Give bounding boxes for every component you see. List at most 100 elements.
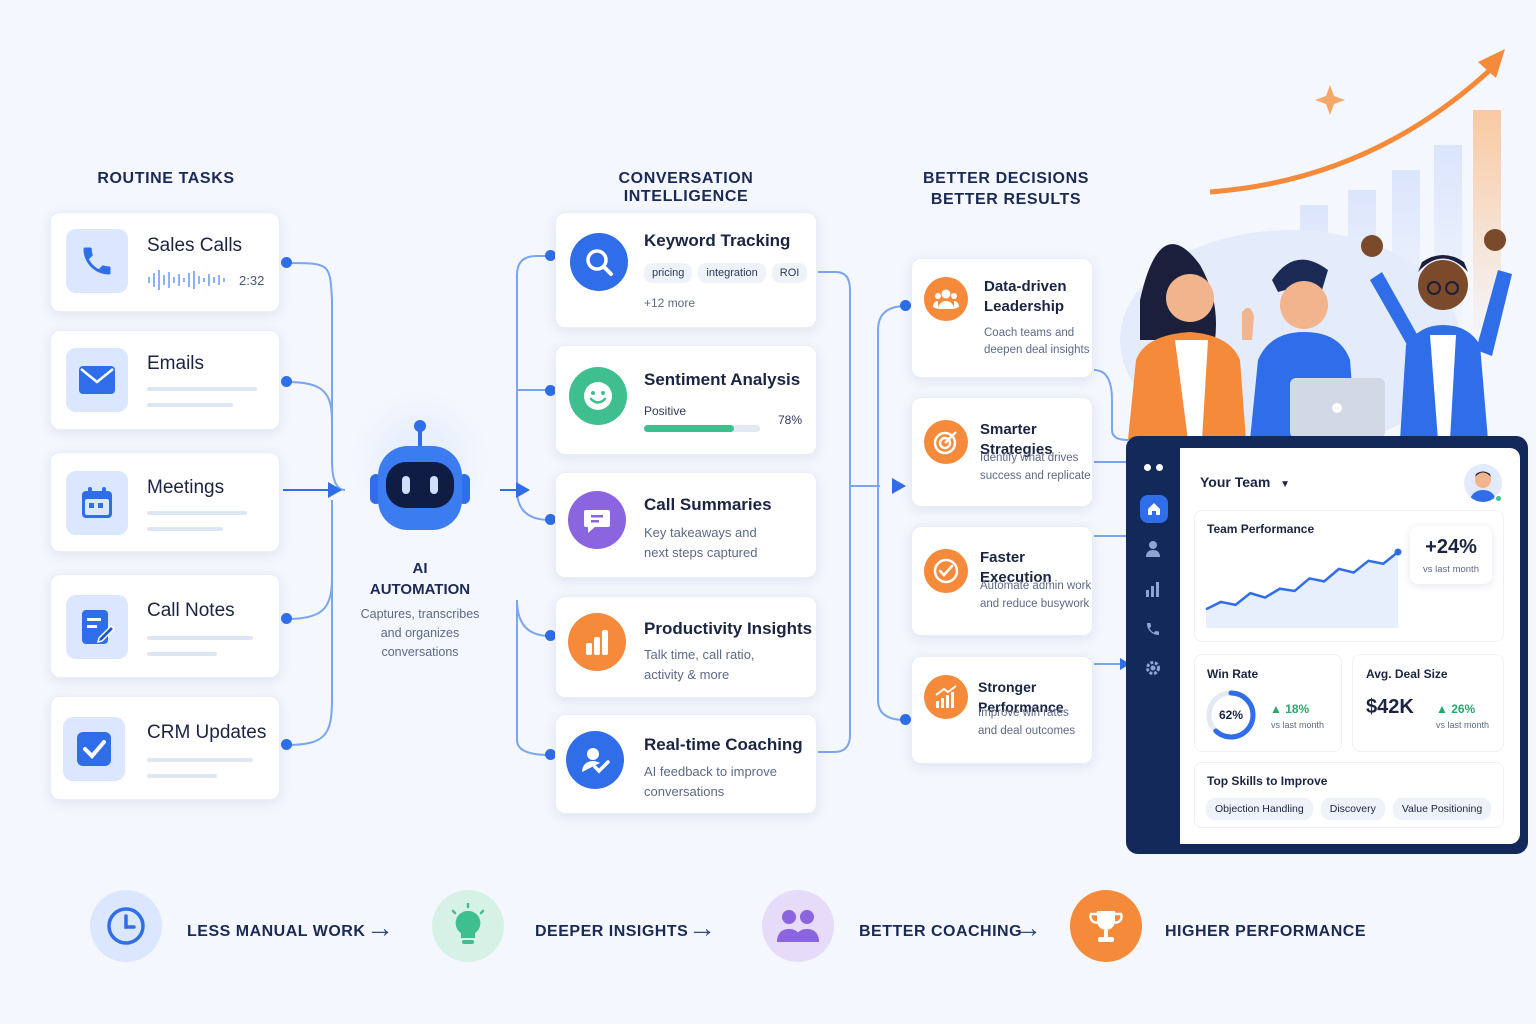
sentiment-label: Positive [644,404,687,418]
trend-area [1206,552,1398,628]
task-card-emails[interactable]: Emails [50,330,280,430]
skill-pill[interactable]: Value Positioning [1392,798,1492,820]
ci-title: Productivity Insights [644,619,813,638]
result-card-execution[interactable]: Faster Execution Automate admin work and… [911,526,1093,636]
note-edit-icon [66,595,128,659]
ci-card-sentiment[interactable]: Sentiment Analysis Positive 78% [555,345,817,455]
bar-chart-icon [568,613,626,671]
checkbox-icon [63,717,125,781]
arrow-right-icon: → [688,912,716,943]
team-select[interactable]: Your Team ▼ [1200,474,1291,490]
task-card-call-notes[interactable]: Call Notes [50,574,280,678]
deal-vs: vs last month [1436,720,1490,730]
sentiment-fill [644,425,735,432]
deal-change: ▲ 26% [1436,702,1476,716]
clock-icon [90,890,162,962]
deal-value: $42K [1366,696,1414,718]
user-icon [1146,541,1160,557]
ai-desc-2: and organizes [380,626,460,640]
win-rate-change: ▲ 18% [1270,702,1310,716]
growth-illustration [1120,49,1512,440]
ci-card-coaching[interactable]: Real-time Coaching AI feedback to improv… [555,714,817,814]
chart-icon [1146,582,1159,597]
ai-title-1: AI [412,560,428,577]
skill-pill[interactable]: Discovery [1320,798,1385,820]
trend-end-point [1394,548,1402,556]
performance-chart [1205,548,1402,628]
sentiment-value: 78% [778,413,803,427]
perf-change: +24% [1425,536,1477,558]
ci-sub: conversations [644,784,725,799]
result-card-performance[interactable]: Stronger Performance Improve win rates a… [911,656,1093,764]
home-icon [1148,503,1160,515]
result-title: Stronger Performance [978,679,1064,715]
nav-home[interactable] [1140,495,1168,523]
robot-icon [370,420,470,530]
ci-card-call-summaries[interactable]: Call Summaries Key takeaways and next st… [555,472,817,578]
online-indicator [1494,494,1503,503]
perf-change-box: +24% vs last month [1410,526,1492,584]
more-link[interactable]: +12 more [644,296,696,310]
team-performance-panel [1194,510,1504,642]
nav-chart[interactable] [1141,577,1165,601]
ci-sub: activity & more [644,667,730,682]
task-label: Emails [147,353,205,374]
people-icon [762,890,834,962]
ai-desc-3: conversations [381,645,459,659]
result-title: Faster Execution [980,549,1052,586]
check-circle-icon [924,549,968,593]
team-icon [924,277,968,321]
arrow-right-icon: → [366,912,394,943]
win-rate-vs: vs last month [1271,720,1325,730]
nav-user[interactable] [1141,537,1165,561]
result-sub: deepen deal insights [984,344,1090,356]
win-rate-value: 62% [1218,708,1244,722]
ci-sub: AI feedback to improve [644,764,777,779]
ci-sub: next steps captured [644,545,758,560]
mail-icon [66,348,128,412]
ai-title-2: AUTOMATION [369,581,471,598]
keyword-chip[interactable]: pricing [644,263,693,283]
task-label: CRM Updates [147,722,267,743]
skill-pill[interactable]: Objection Handling [1206,798,1313,820]
ci-card-productivity[interactable]: Productivity Insights Talk time, call ra… [555,596,817,698]
skills-list: Objection Handling Discovery Value Positio… [1206,798,1499,820]
task-label: Sales Calls [147,235,243,256]
result-card-leadership[interactable]: Data-driven Leadership Coach teams and d… [911,258,1093,378]
keyword-chip[interactable]: integration [698,263,766,283]
better-heading-2: BETTER RESULTS [930,191,1082,208]
lightbulb-icon [432,890,504,962]
arrow-right-icon: → [1014,912,1042,943]
task-label: Meetings [147,477,225,498]
search-icon [570,233,628,291]
deal-size-panel [1352,654,1504,752]
task-card-meetings[interactable]: Meetings [50,452,280,552]
result-sub: Identify what drives [980,452,1079,464]
task-card-crm-updates[interactable]: CRM Updates [50,696,280,800]
keyword-chip[interactable]: ROI [771,263,808,283]
bottom-label: DEEPER INSIGHTS [535,923,689,940]
waveform-icon [148,270,225,290]
nav-phone[interactable] [1141,617,1165,641]
window-dots [1144,458,1163,476]
result-card-strategies[interactable]: Smarter Strategies Identify what drives … [911,397,1093,507]
trophy-icon [1070,890,1142,962]
skills-label: Top Skills to Improve [1207,774,1328,788]
ci-sub: Key takeaways and [644,525,757,540]
call-duration: 2:32 [239,273,265,288]
ci-heading: CONVERSATION INTELLIGENCE [618,170,754,205]
nav-settings[interactable] [1141,656,1165,680]
coach-icon [566,731,624,789]
ci-title: Call Summaries [644,495,772,514]
result-sub: and reduce busywork [980,598,1090,610]
deal-label: Avg. Deal Size [1366,667,1448,681]
task-card-sales-calls[interactable]: Sales Calls 2:32 [50,212,280,312]
task-label: Call Notes [147,600,235,621]
result-sub: and deal outcomes [978,725,1076,737]
result-title: Smarter Strategies [980,421,1053,458]
growth-icon [924,675,968,719]
result-sub: success and replicate [980,470,1091,482]
